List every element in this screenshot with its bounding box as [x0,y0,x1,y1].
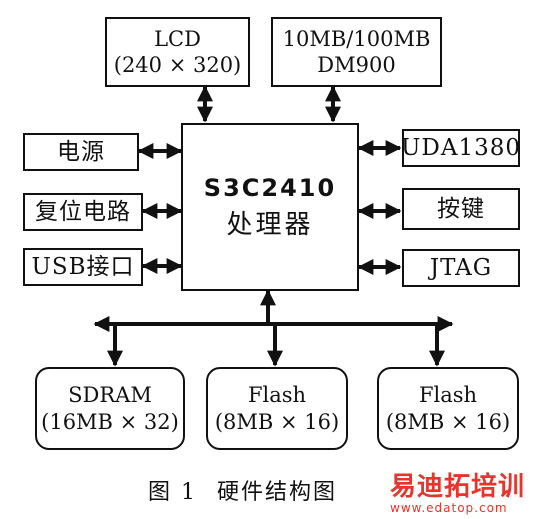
flash-2-label: Flash [418,383,478,408]
flash-block-2: Flash (8MB × 16) [377,367,519,450]
power-label: 电源 [57,138,105,165]
lcd-label: LCD [154,26,201,51]
usb-label: USB接口 [31,253,135,280]
cpu-block: S3C2410 处理器 [181,123,359,291]
figure-caption: 图 1 硬件结构图 [148,474,357,506]
flash-block-1: Flash (8MB × 16) [206,367,348,450]
cpu-model: S3C2410 [203,173,337,202]
reset-label: 复位电路 [35,198,131,225]
sdram-block: SDRAM (16MB × 32) [35,367,185,450]
audio-label: UDA1380 [401,134,521,161]
keys-label: 按键 [437,195,485,222]
flash-2-size: (8MB × 16) [385,409,511,434]
lcd-block: LCD (240 × 320) [105,17,250,87]
jtag-label: JTAG [429,254,493,281]
cpu-label: 处理器 [226,209,314,240]
flash-1-size: (8MB × 16) [214,409,340,434]
audio-block: UDA1380 [401,129,521,167]
watermark: 易迪拓培训 www.edatop.com [390,466,525,515]
ethernet-block: 10MB/100MB DM900 [271,17,442,87]
reset-block: 复位电路 [23,193,143,231]
jtag-block: JTAG [402,249,520,287]
figure-number: 图 1 [148,480,197,505]
ethernet-chip: DM900 [317,53,396,77]
figure-title: 硬件结构图 [217,480,338,505]
keys-block: 按键 [402,188,520,230]
ethernet-speed: 10MB/100MB [282,26,431,51]
usb-block: USB接口 [23,248,143,286]
sdram-size: (16MB × 32) [41,409,179,434]
lcd-resolution: (240 × 320) [113,53,242,77]
watermark-text: 易迪拓培训 [390,472,526,502]
flash-1-label: Flash [247,383,307,408]
power-block: 电源 [23,133,139,171]
watermark-url: www.edatop.com [390,501,508,515]
sdram-label: SDRAM [68,383,152,408]
